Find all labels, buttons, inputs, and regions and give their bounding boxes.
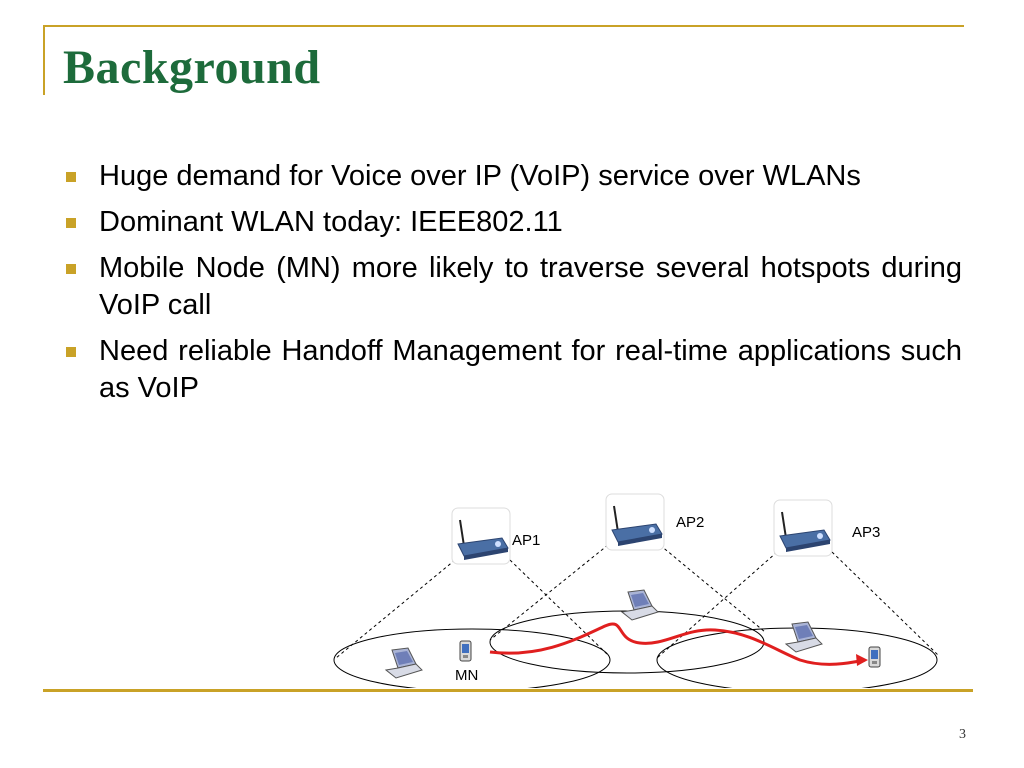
square-bullet-icon [66,172,76,182]
square-bullet-icon [66,218,76,228]
square-bullet-icon [66,264,76,274]
footer-divider [43,689,973,692]
ap2-label: AP2 [676,514,704,531]
phone-icon [868,646,881,668]
bullet-text: Need reliable Handoff Management for rea… [99,335,962,404]
ap1-coverage-ellipse [333,628,611,688]
ap3-router-icon [773,499,833,557]
laptop-icon [621,589,659,621]
ap3-label: AP3 [852,524,880,541]
top-border-line [43,25,964,27]
bullet-item: Dominant WLAN today: IEEE802.11 [62,204,962,241]
ap2-coverage-ellipse [489,610,765,674]
bullet-list: Huge demand for Voice over IP (VoIP) ser… [62,158,962,416]
bullet-item: Huge demand for Voice over IP (VoIP) ser… [62,158,962,195]
bullet-item: Need reliable Handoff Management for rea… [62,333,962,407]
bullet-item: Mobile Node (MN) more likely to traverse… [62,250,962,324]
bullet-text: Mobile Node (MN) more likely to traverse… [99,252,962,321]
square-bullet-icon [66,347,76,357]
path-arrowhead-icon [856,654,868,666]
page-number: 3 [959,727,966,742]
mobile-node-phone-icon [459,640,472,662]
ap1-label: AP1 [512,532,540,549]
signal-lines [335,544,939,659]
ap2-router-icon [605,493,665,551]
mn-label: MN [455,667,478,684]
laptop-icon [785,621,823,653]
ap1-router-icon [451,507,511,565]
left-border-line [43,25,45,95]
laptop-icon [385,647,423,679]
handoff-path [489,622,866,666]
bullet-text: Dominant WLAN today: IEEE802.11 [99,206,563,238]
bullet-text: Huge demand for Voice over IP (VoIP) ser… [99,160,861,192]
slide-title: Background [63,41,321,94]
handoff-diagram: AP1 AP2 AP3 MN [333,493,939,688]
